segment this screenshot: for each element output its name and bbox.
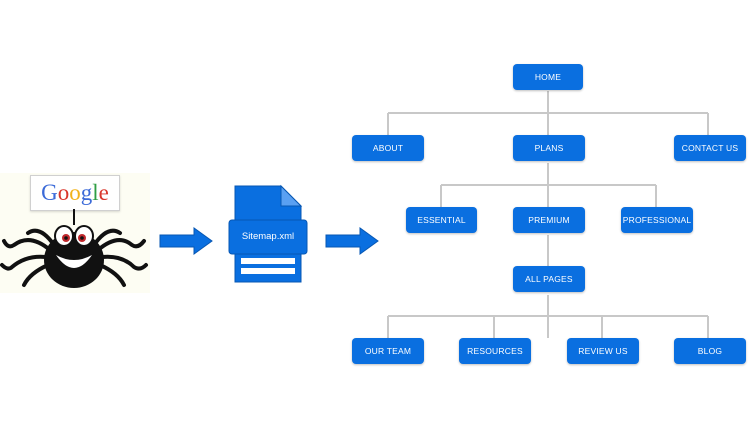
- google-logo-letter: e: [98, 180, 109, 205]
- spider-icon: [0, 209, 148, 288]
- google-logo-letter: o: [69, 180, 81, 205]
- node-plans: PLANS: [513, 135, 585, 161]
- xml-file-icon: [228, 184, 308, 283]
- node-our-team: OUR TEAM: [352, 338, 424, 364]
- node-about: ABOUT: [352, 135, 424, 161]
- node-resources: RESOURCES: [459, 338, 531, 364]
- google-logo-letter: g: [80, 180, 93, 205]
- google-logo-letter: l: [92, 180, 99, 205]
- node-all-pages: ALL PAGES: [513, 266, 585, 292]
- node-premium: PREMIUM: [513, 207, 585, 233]
- node-review-us: REVIEW US: [567, 338, 639, 364]
- node-blog: BLOG: [674, 338, 746, 364]
- google-logo-letter: G: [41, 180, 58, 205]
- node-home: HOME: [513, 64, 583, 90]
- node-professional: PROFESSIONAL: [621, 207, 693, 233]
- node-contact-us: CONTACT US: [674, 135, 746, 161]
- right-arrow-icon: [159, 227, 213, 255]
- google-logo-letter: o: [57, 180, 70, 205]
- right-arrow-icon: [325, 227, 379, 255]
- sitemap-file-label: Sitemap.xml: [241, 231, 295, 242]
- node-essential: ESSENTIAL: [406, 207, 477, 233]
